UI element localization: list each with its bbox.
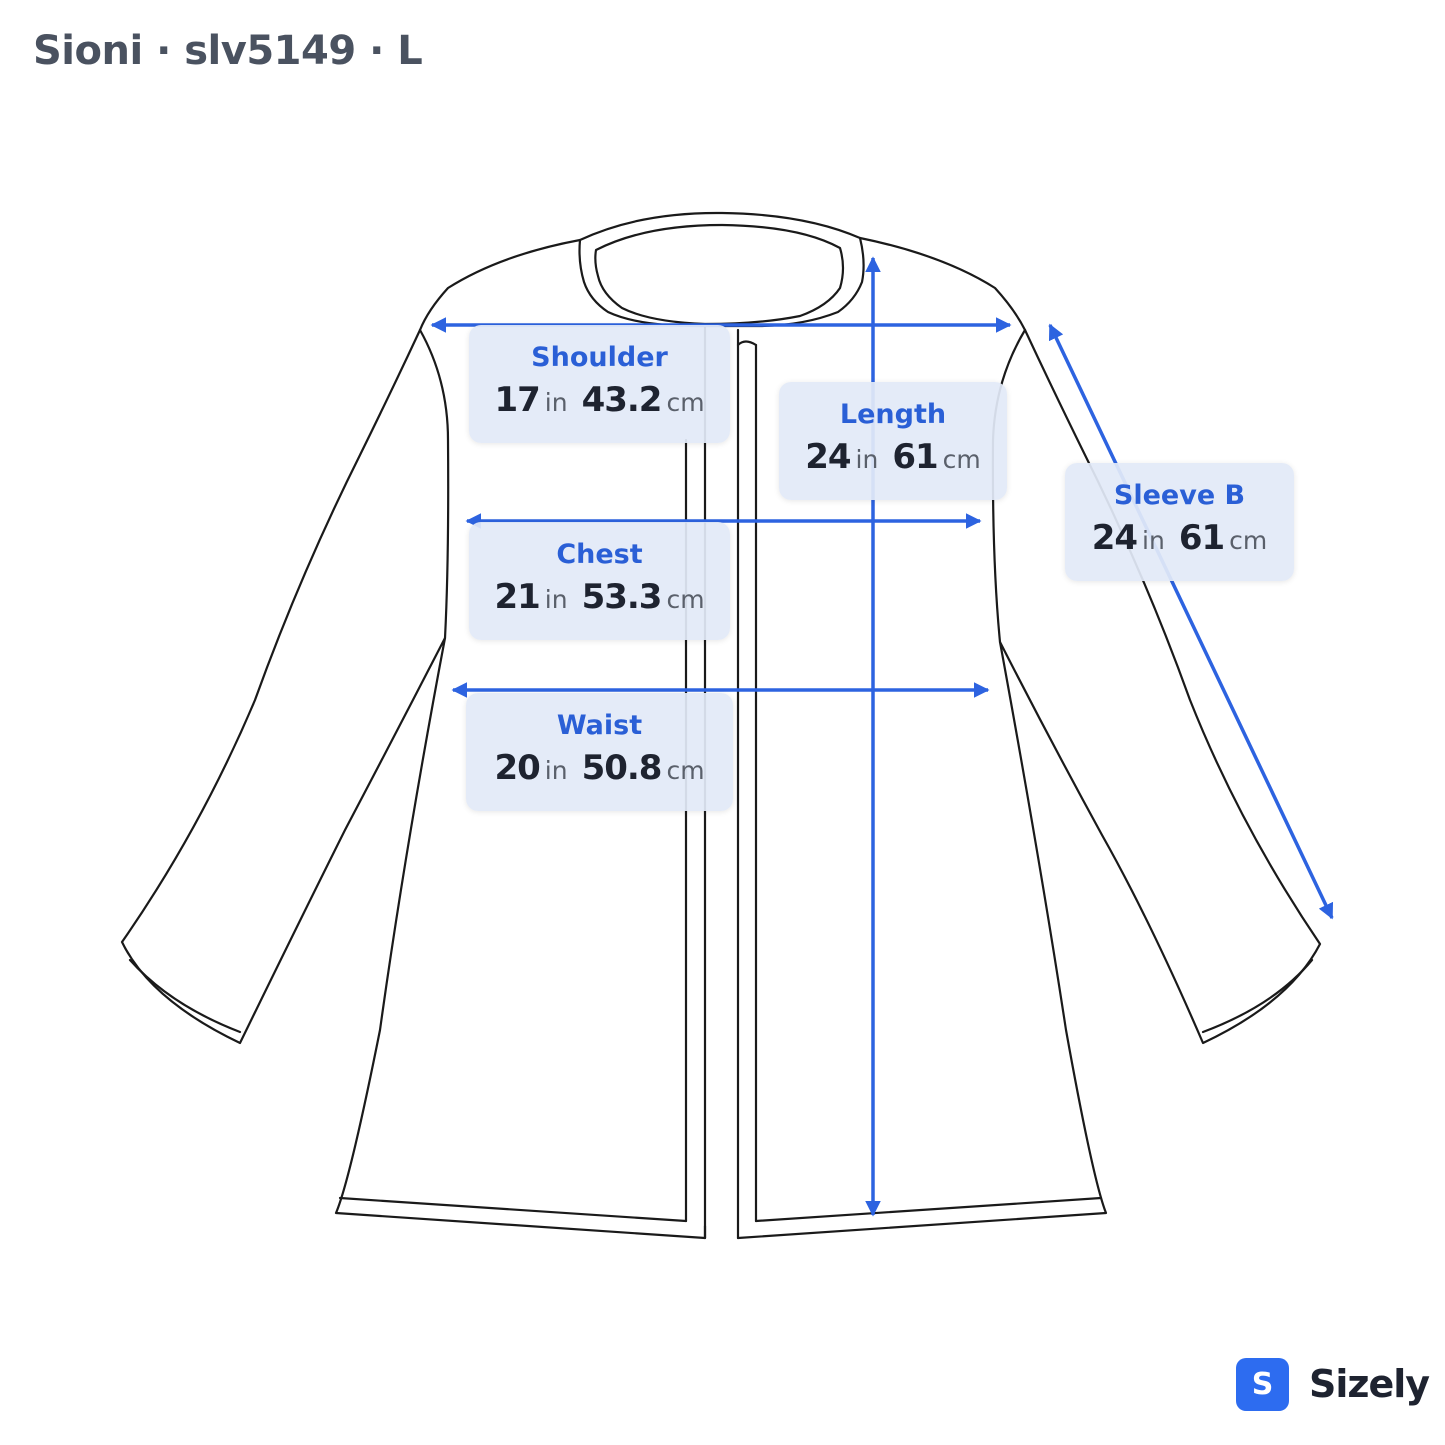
- measurement-name: Sleeve B: [1113, 480, 1246, 511]
- inches-unit: in: [544, 756, 568, 785]
- inches-value: 24: [805, 437, 851, 477]
- left-armhole-seam: [418, 328, 450, 640]
- measurement-name: Chest: [556, 539, 643, 570]
- right-cuff-hem: [1201, 958, 1314, 1034]
- measurement-name: Shoulder: [531, 342, 668, 373]
- cm-value: 61: [1178, 518, 1225, 558]
- inches-unit: in: [544, 585, 568, 614]
- cm-unit: cm: [942, 445, 981, 474]
- inches-unit: in: [1142, 526, 1165, 555]
- inches-value: 21: [494, 577, 540, 617]
- cm-unit: cm: [666, 756, 705, 785]
- inches-unit: in: [544, 388, 568, 417]
- cm-unit: cm: [666, 388, 705, 417]
- cm-value: 50.8: [581, 748, 663, 788]
- left-hem-trim: [338, 1196, 688, 1223]
- left-cuff-hem: [128, 958, 242, 1034]
- measurement-name: Waist: [556, 710, 643, 741]
- cm-value: 43.2: [581, 380, 663, 420]
- inches-value: 24: [1091, 518, 1138, 558]
- collar: [578, 211, 865, 328]
- cm-value: 61: [892, 437, 938, 477]
- inches-value: 17: [494, 380, 540, 420]
- brand-logo: S Sizely: [1236, 1357, 1430, 1411]
- cm-unit: cm: [1229, 526, 1268, 555]
- body-outline: [120, 236, 1322, 1240]
- cm-value: 53.3: [581, 577, 663, 617]
- inches-unit: in: [855, 445, 879, 474]
- right-placket-top: [736, 340, 758, 347]
- inches-value: 20: [494, 748, 540, 788]
- measurement-name: Length: [839, 399, 947, 430]
- sleeve-arrow: [1048, 323, 1334, 920]
- brand-name: Sizely: [1309, 1362, 1430, 1406]
- cm-unit: cm: [666, 585, 705, 614]
- right-hem-trim: [754, 1196, 1103, 1223]
- collar-inner: [594, 223, 845, 326]
- sizely-logo-icon: S: [1236, 1357, 1289, 1411]
- page-title: Sioni · slv5149 · L: [33, 28, 423, 74]
